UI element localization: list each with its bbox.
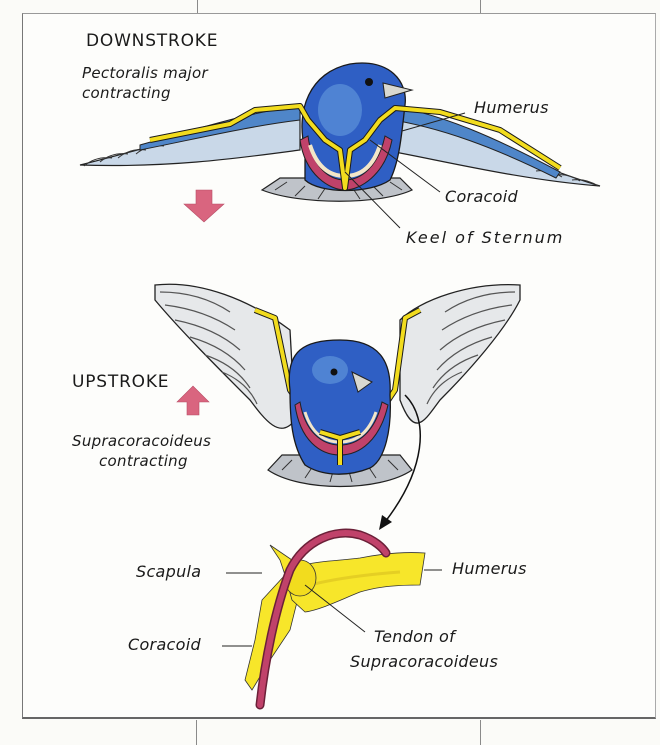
downstroke-muscle-line1: Pectoralis major <box>82 64 208 82</box>
downstroke-muscle-line2: contracting <box>82 84 171 102</box>
label-coracoid-downstroke: Coracoid <box>445 187 518 206</box>
upstroke-muscle-line2: contracting <box>99 452 188 470</box>
page-gutter-top <box>197 0 198 13</box>
arrow-up-icon <box>176 385 210 416</box>
upstroke-muscle-line1: Supracoracoideus <box>72 432 212 450</box>
upstroke-title: UPSTROKE <box>72 372 170 392</box>
page-gutter-bottom <box>196 720 197 745</box>
page-gutter-top <box>480 0 481 13</box>
label-keel-of-sternum: Keel of Sternum <box>406 228 565 247</box>
label-tendon-line2: Supracoracoideus <box>350 652 499 671</box>
label-humerus-downstroke: Humerus <box>474 98 549 117</box>
label-coracoid-detail: Coracoid <box>128 635 201 654</box>
label-humerus-detail: Humerus <box>452 559 527 578</box>
pointer-arrowhead-icon <box>379 515 392 530</box>
arrow-down-icon <box>183 189 225 223</box>
label-scapula: Scapula <box>136 562 202 581</box>
shoulder-joint-detail <box>222 528 442 710</box>
label-tendon-line1: Tendon of <box>374 627 456 646</box>
upstroke-bird <box>154 283 521 530</box>
downstroke-title: DOWNSTROKE <box>86 31 219 51</box>
downstroke-bird <box>79 62 601 229</box>
page-gutter-bottom <box>480 720 481 745</box>
